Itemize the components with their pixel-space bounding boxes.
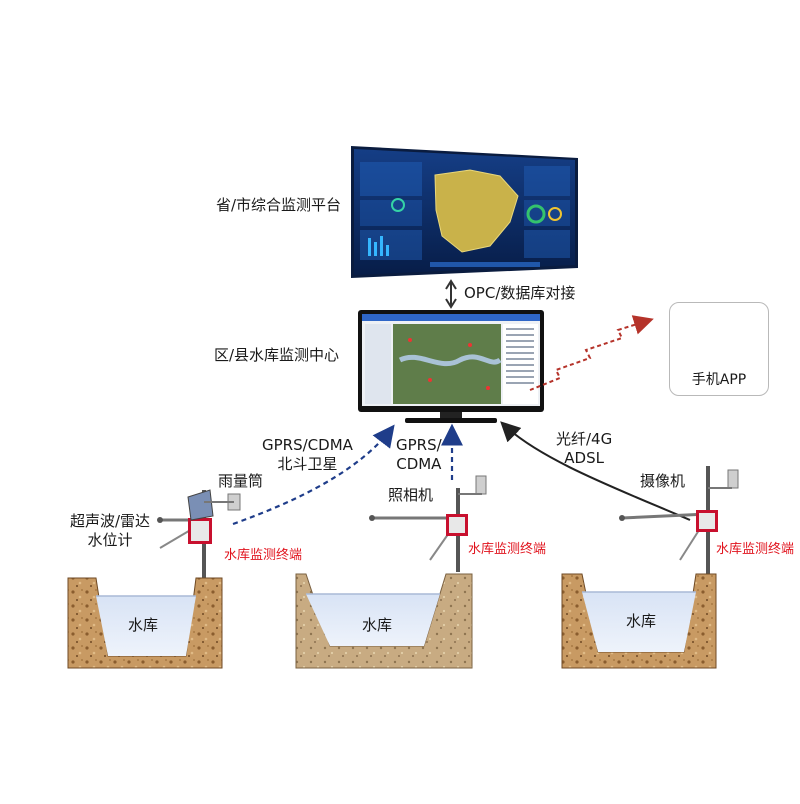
mobile-app-label: 手机APP — [691, 372, 747, 388]
reservoir-left — [67, 577, 223, 669]
link-left-arrow — [232, 424, 395, 526]
county-center-label: 区/县水库监测中心 — [214, 346, 340, 364]
reservoir-label-middle: 水库 — [362, 616, 393, 634]
county-center-monitor — [358, 310, 544, 423]
provincial-platform-label: 省/市综合监测平台 — [216, 196, 342, 214]
terminal-label-left: 水库监测终端 — [224, 548, 303, 563]
opc-link-label: OPC/数据库对接 — [464, 284, 576, 302]
link-left-label: GPRS/CDMA 北斗卫星 — [262, 436, 353, 473]
link-right-arrow — [500, 421, 691, 521]
camera-video-label: 摄像机 — [640, 472, 686, 490]
station-middle — [369, 475, 487, 572]
reservoir-right — [561, 573, 717, 669]
level-meter-label: 超声波/雷达 水位计 — [70, 512, 151, 549]
rain-gauge-label: 雨量筒 — [218, 472, 264, 490]
provincial-platform-screen — [351, 146, 578, 278]
terminal-label-middle: 水库监测终端 — [468, 542, 547, 557]
link-right-label: 光纤/4G ADSL — [556, 430, 613, 467]
terminal-label-right: 水库监测终端 — [716, 542, 795, 557]
camera-photo-label: 照相机 — [388, 486, 434, 504]
reservoir-middle — [295, 573, 473, 669]
reservoir-label-left: 水库 — [128, 616, 159, 634]
station-right — [619, 466, 739, 574]
opc-link-arrow — [445, 279, 457, 309]
mobile-app-card: 手机APP — [669, 302, 769, 396]
station-left — [157, 489, 241, 580]
link-mid-label: GPRS/ CDMA — [396, 436, 442, 473]
reservoir-label-right: 水库 — [626, 612, 657, 630]
mobile-link-arrow — [529, 315, 654, 391]
